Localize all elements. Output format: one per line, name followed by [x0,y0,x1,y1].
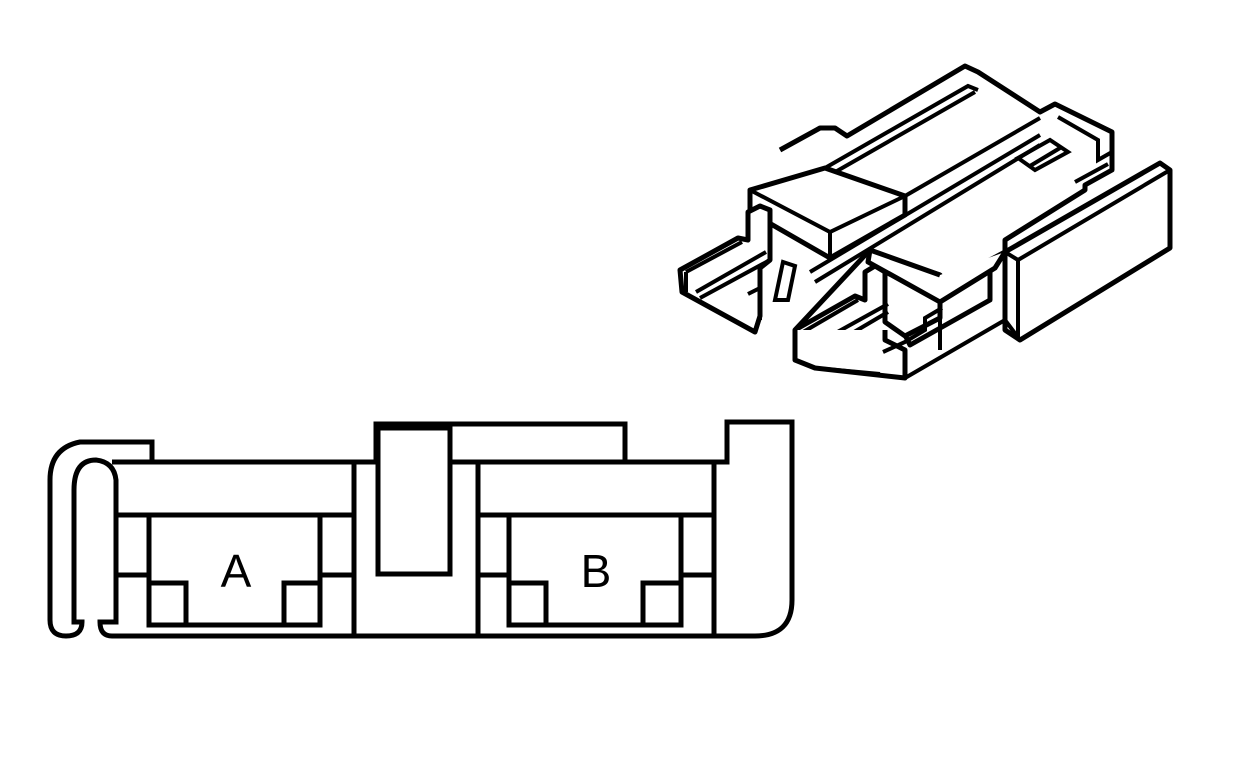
latch-tower [375,425,453,577]
cavity-label-a: A [221,545,252,597]
left-prong [677,203,773,335]
face-outline [47,419,795,639]
cavity-a: A [113,512,357,628]
cavity-b: B [475,512,717,628]
connector-isometric-view [677,63,1173,381]
end-block [1002,160,1173,343]
connector-face-view: A B [47,419,795,639]
cavity-label-b: B [581,545,612,597]
main-body-front [865,247,1008,305]
